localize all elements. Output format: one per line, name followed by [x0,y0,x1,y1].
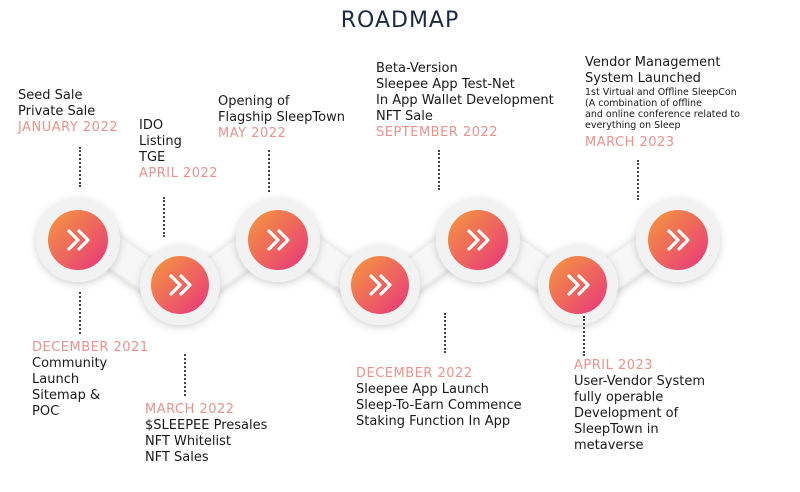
milestone-note: and online conference related to [585,109,740,120]
milestone-may-2022: Opening of Flagship SleepTown MAY 2022 [218,94,345,142]
milestone-april-2022: IDO Listing TGE APRIL 2022 [139,118,218,182]
connector [79,147,81,187]
connector [438,150,440,190]
milestone-line: Vendor Management [585,55,721,70]
double-chevron-right-icon [267,229,290,251]
milestone-note: everything on Sleep [585,120,681,131]
milestone-line: POC [32,404,60,419]
milestone-line: Sleepee App Test-Net [376,77,515,92]
milestone-line: Development of [574,406,679,421]
milestone-line: IDO [139,118,164,133]
double-chevron-right-icon [667,229,690,251]
milestone-line: fully operable [574,390,664,405]
node-4 [340,245,420,325]
milestone-april-2023: APRIL 2023 User-Vendor System fully oper… [574,358,705,454]
milestone-date: JANUARY 2022 [18,120,118,135]
node-1 [36,198,120,282]
page-title: ROADMAP [340,8,460,33]
double-chevron-right-icon [467,229,490,251]
connector [444,313,446,353]
milestone-line: Sleepee App Launch [356,382,489,397]
milestone-line: Seed Sale [18,88,83,103]
milestone-line: NFT Sale [376,109,433,124]
milestone-line: Launch [32,372,80,387]
milestone-date: MARCH 2023 [585,135,675,150]
milestone-line: TGE [139,150,166,165]
double-chevron-right-icon [67,229,90,251]
milestone-date: SEPTEMBER 2022 [376,125,499,140]
connector [79,292,81,334]
milestone-date: DECEMBER 2022 [356,366,473,381]
milestone-line: Flagship SleepTown [218,110,345,125]
milestone-note: (A combination of offline [585,98,702,109]
double-chevron-right-icon [169,274,192,296]
milestone-date: DECEMBER 2021 [32,340,149,355]
milestone-line: NFT Whitelist [145,434,231,449]
double-chevron-right-icon [369,274,392,296]
milestone-january-2022: Seed Sale Private Sale JANUARY 2022 [18,88,118,136]
node-3 [236,198,320,282]
milestone-september-2022: Beta-Version Sleepee App Test-Net In App… [376,61,554,141]
milestone-line: NFT Sales [145,450,209,465]
milestone-december-2022: DECEMBER 2022 Sleepee App Launch Sleep-T… [356,366,522,430]
milestone-line: $SLEEPEE Presales [145,418,268,433]
milestone-date: MARCH 2022 [145,402,235,417]
node-7 [636,198,720,282]
milestone-line: Opening of [218,94,290,109]
node-6 [538,245,618,325]
milestone-line: Sleep-To-Earn Commence [356,398,522,413]
milestone-line: Sitemap & [32,388,101,403]
connector [163,197,165,237]
milestone-line: Community [32,356,108,371]
double-chevron-right-icon [567,274,590,296]
node-5 [436,198,520,282]
milestone-line: System Launched [585,71,701,86]
connector [637,160,639,200]
milestone-line: metaverse [574,438,644,453]
milestone-march-2022: MARCH 2022 $SLEEPEE Presales NFT Whiteli… [145,402,267,466]
milestone-line: Beta-Version [376,61,458,76]
node-2 [140,245,220,325]
connector [583,316,585,356]
milestone-line: Staking Function In App [356,414,511,429]
milestone-date: APRIL 2022 [139,166,219,181]
milestone-december-2021: DECEMBER 2021 Community Launch Sitemap &… [32,340,149,420]
milestone-note: 1st Virtual and Offline SleepCon [585,87,737,98]
milestone-line: User-Vendor System [574,374,706,389]
milestone-line: Private Sale [18,104,96,119]
milestone-march-2023: Vendor Management System Launched 1st Vi… [585,55,740,151]
milestone-line: In App Wallet Development [376,93,554,108]
milestone-line: SleepTown in [574,422,659,437]
connector [268,150,270,192]
connector [184,354,186,396]
milestone-date: APRIL 2023 [574,358,654,373]
milestone-line: Listing [139,134,182,149]
milestone-date: MAY 2022 [218,126,287,141]
